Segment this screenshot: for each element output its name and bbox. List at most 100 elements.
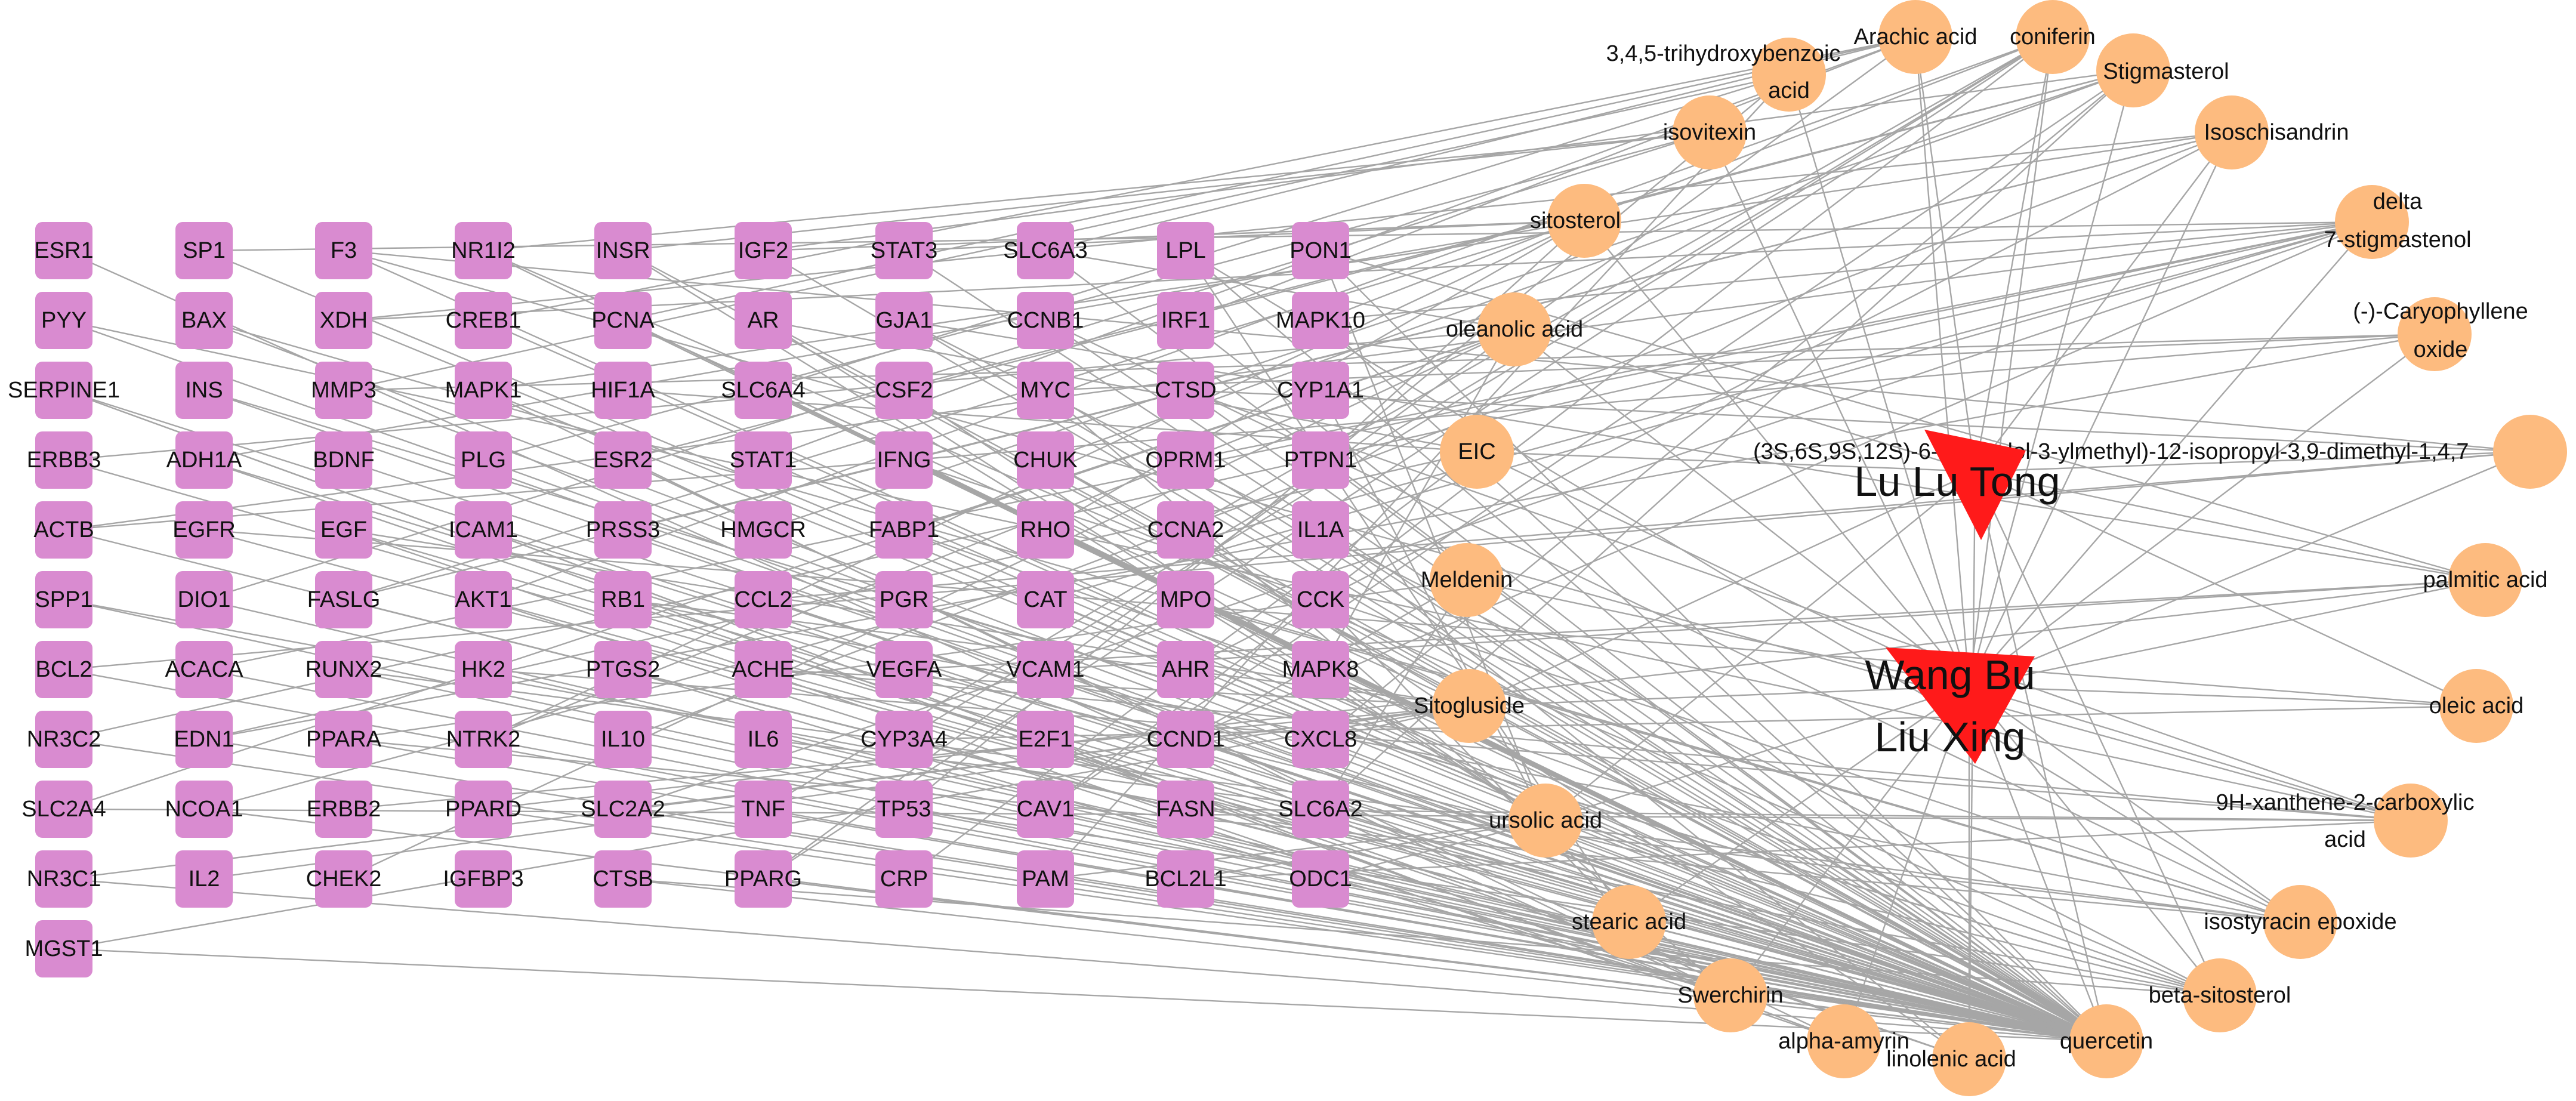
compound-node-shape xyxy=(2374,784,2448,858)
target-node-shape xyxy=(735,222,792,279)
target-node: ESR1 xyxy=(34,222,94,279)
target-node-shape xyxy=(1017,362,1074,419)
target-node-label: CHEK2 xyxy=(306,866,382,892)
target-node-shape xyxy=(1017,222,1074,279)
target-node-label: INSR xyxy=(596,238,650,263)
network-edge xyxy=(1045,221,2373,601)
target-node-label: HK2 xyxy=(461,657,505,682)
network-edge xyxy=(1628,686,1970,923)
target-node-shape xyxy=(735,641,792,698)
network-edge xyxy=(903,738,2107,1043)
target-node: MAPK8 xyxy=(1282,641,1359,698)
herb-node: Lu Lu Tong xyxy=(1854,430,2060,540)
network-edge xyxy=(1045,249,1515,331)
target-node-label: CYP1A1 xyxy=(1277,378,1364,403)
target-node-shape xyxy=(594,362,652,419)
network-edge xyxy=(483,36,1916,322)
target-node: BCL2L1 xyxy=(1144,850,1227,908)
network-edge xyxy=(1045,808,2107,1043)
target-node: PTPN1 xyxy=(1284,431,1357,489)
network-edge xyxy=(622,529,2107,1043)
target-node-label: HIF1A xyxy=(591,378,655,403)
target-node-label: FASLG xyxy=(307,587,381,612)
target-node: CHEK2 xyxy=(306,850,382,908)
target-node: FABP1 xyxy=(869,501,939,559)
network-edge xyxy=(203,668,2107,1043)
compound-node-label: sitosterol xyxy=(1530,208,1621,233)
network-edge xyxy=(1974,36,2054,472)
network-edge xyxy=(63,948,2107,1043)
target-node-shape xyxy=(315,781,372,838)
target-node: SLC2A2 xyxy=(581,781,665,838)
target-node: SERPINE1 xyxy=(8,362,120,419)
compound-node-label: alpha-amyrin xyxy=(1778,1029,1909,1054)
target-node-shape xyxy=(1017,431,1074,489)
target-node-shape xyxy=(315,222,372,279)
target-node-label: CCK xyxy=(1297,587,1344,612)
target-node: SP1 xyxy=(175,222,233,279)
target-node-label: FABP1 xyxy=(869,517,939,542)
target-node-shape xyxy=(1292,641,1349,698)
target-node-label: ACTB xyxy=(33,517,94,542)
target-node: IFNG xyxy=(875,431,933,489)
target-node: MMP3 xyxy=(311,362,377,419)
target-node-shape xyxy=(735,571,792,628)
network-edge xyxy=(483,131,1710,252)
compound-node-shape xyxy=(2016,0,2090,74)
target-node-label: CCL2 xyxy=(734,587,792,612)
target-node-shape xyxy=(1157,641,1214,698)
target-node: RHO xyxy=(1017,501,1074,559)
network-edge xyxy=(1974,471,2108,1042)
target-node-shape xyxy=(1292,292,1349,349)
target-node-label: IL6 xyxy=(748,727,779,752)
network-edge xyxy=(203,221,2373,810)
target-node-shape xyxy=(735,850,792,908)
target-node: INS xyxy=(175,362,233,419)
network-edge xyxy=(1045,250,2107,1042)
target-node: ACACA xyxy=(165,641,243,698)
compound-node: oleanolic acid xyxy=(1446,292,1583,366)
target-node-shape xyxy=(175,431,233,489)
compound-node-shape xyxy=(1508,784,1582,858)
network-edge xyxy=(343,529,1844,1043)
target-node: EDN1 xyxy=(174,711,235,768)
target-node-shape xyxy=(1017,292,1074,349)
compound-node: ursolic acid xyxy=(1489,784,1602,858)
target-node-shape xyxy=(455,431,512,489)
network-edge xyxy=(1045,579,2486,671)
compound-node: Swerchirin xyxy=(1677,958,1784,1032)
target-node: PLG xyxy=(455,431,512,489)
herb-node-shape xyxy=(1924,430,2026,540)
target-node-shape xyxy=(455,292,512,349)
target-node-shape xyxy=(1157,781,1214,838)
target-node-label: CXCL8 xyxy=(1284,727,1358,752)
network-edge xyxy=(622,738,2107,1043)
target-node-label: PAM xyxy=(1022,866,1069,892)
target-node-label: CHUK xyxy=(1013,448,1078,473)
target-node-shape xyxy=(875,501,933,559)
target-node-shape xyxy=(1157,292,1214,349)
network-edge xyxy=(1185,389,2411,822)
target-node-label: TP53 xyxy=(877,797,931,822)
target-node-shape xyxy=(1017,711,1074,768)
target-node-shape xyxy=(455,501,512,559)
network-edge xyxy=(903,529,2220,997)
compound-node-label: 3,4,5-trihydroxybenzoic xyxy=(1606,41,1841,66)
target-node: BAX xyxy=(175,292,233,349)
target-node-label: CTSB xyxy=(593,866,653,892)
target-node-label: MAPK10 xyxy=(1276,308,1365,333)
target-node-shape xyxy=(735,711,792,768)
compound-node-shape xyxy=(1547,184,1621,258)
compound-node-shape xyxy=(2493,415,2567,489)
compound-node-shape xyxy=(1432,669,1506,743)
target-node: DIO1 xyxy=(175,571,233,628)
target-node-label: ESR1 xyxy=(34,238,93,263)
target-node-label: SLC2A4 xyxy=(21,797,106,822)
target-node-shape xyxy=(35,362,92,419)
target-node-shape xyxy=(875,571,933,628)
compound-node-shape xyxy=(1440,415,1514,489)
target-node-label: PRSS3 xyxy=(586,517,661,542)
target-node-shape xyxy=(875,292,933,349)
network-edge xyxy=(1185,808,2411,822)
